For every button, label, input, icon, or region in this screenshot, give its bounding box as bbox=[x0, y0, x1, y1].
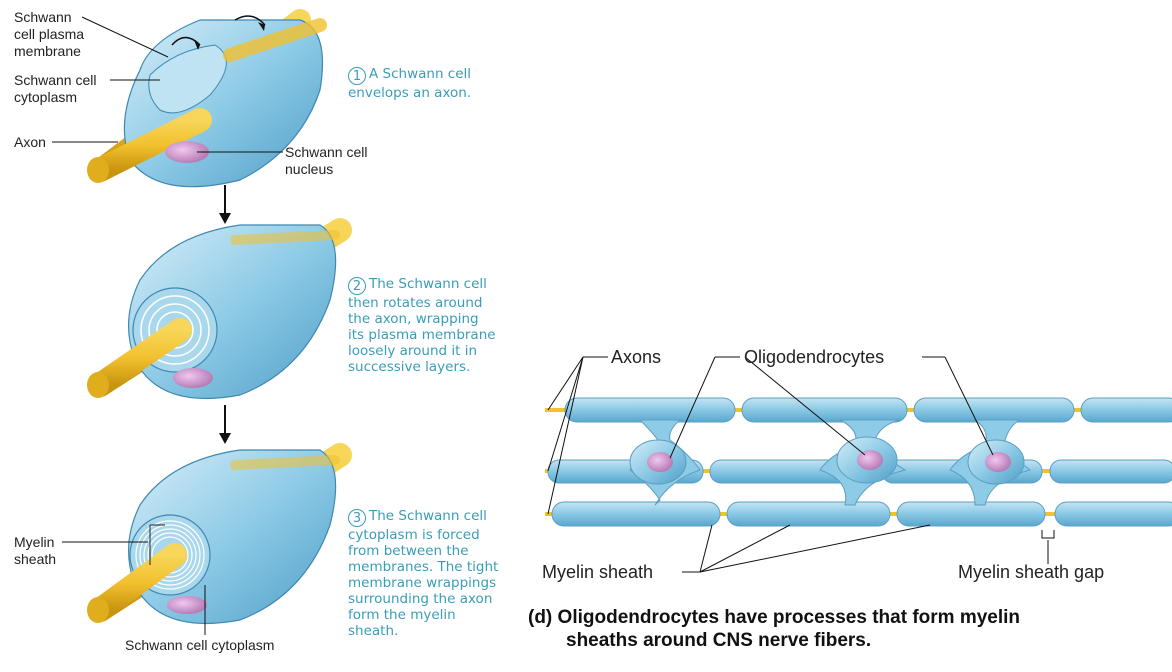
figure-caption: (d) Oligodendrocytes have processes that… bbox=[528, 606, 1020, 652]
label-schwann-cytoplasm-bottom: Schwann cell cytoplasm bbox=[125, 637, 275, 653]
left-leader-lines bbox=[52, 16, 283, 635]
label-axons: Axons bbox=[611, 347, 662, 367]
label-axon: Axon bbox=[14, 134, 46, 150]
label-myelin-sheath-gap: Myelin sheath gap bbox=[958, 562, 1105, 582]
label-schwann-plasma-membrane: Schwann cell plasma membrane bbox=[14, 9, 85, 59]
step-3-number: 3 bbox=[348, 509, 366, 527]
step-2-number: 2 bbox=[348, 277, 366, 295]
schwann-stage-1 bbox=[87, 9, 327, 188]
label-oligodendrocytes: Oligodendrocytes bbox=[744, 347, 885, 367]
label-schwann-nucleus: Schwann cell nucleus bbox=[285, 144, 368, 177]
stage-arrow-2-head bbox=[219, 433, 231, 444]
schwann-stage-2 bbox=[87, 218, 352, 400]
stage-arrow-1-head bbox=[219, 213, 231, 224]
step-1-number: 1 bbox=[348, 67, 366, 85]
caption-line-2: sheaths around CNS nerve fibers. bbox=[566, 630, 872, 651]
schwann-stage-3 bbox=[87, 443, 352, 625]
label-myelin-sheath-left: Myelin sheath bbox=[14, 534, 57, 567]
oligodendrocyte-cells bbox=[629, 419, 1032, 506]
caption-line-1: (d) Oligodendrocytes have processes that… bbox=[528, 607, 1021, 628]
right-leader-lines bbox=[547, 356, 1055, 573]
label-myelin-sheath: Myelin sheath bbox=[542, 562, 654, 582]
label-schwann-cytoplasm-top: Schwann cell cytoplasm bbox=[14, 72, 97, 105]
